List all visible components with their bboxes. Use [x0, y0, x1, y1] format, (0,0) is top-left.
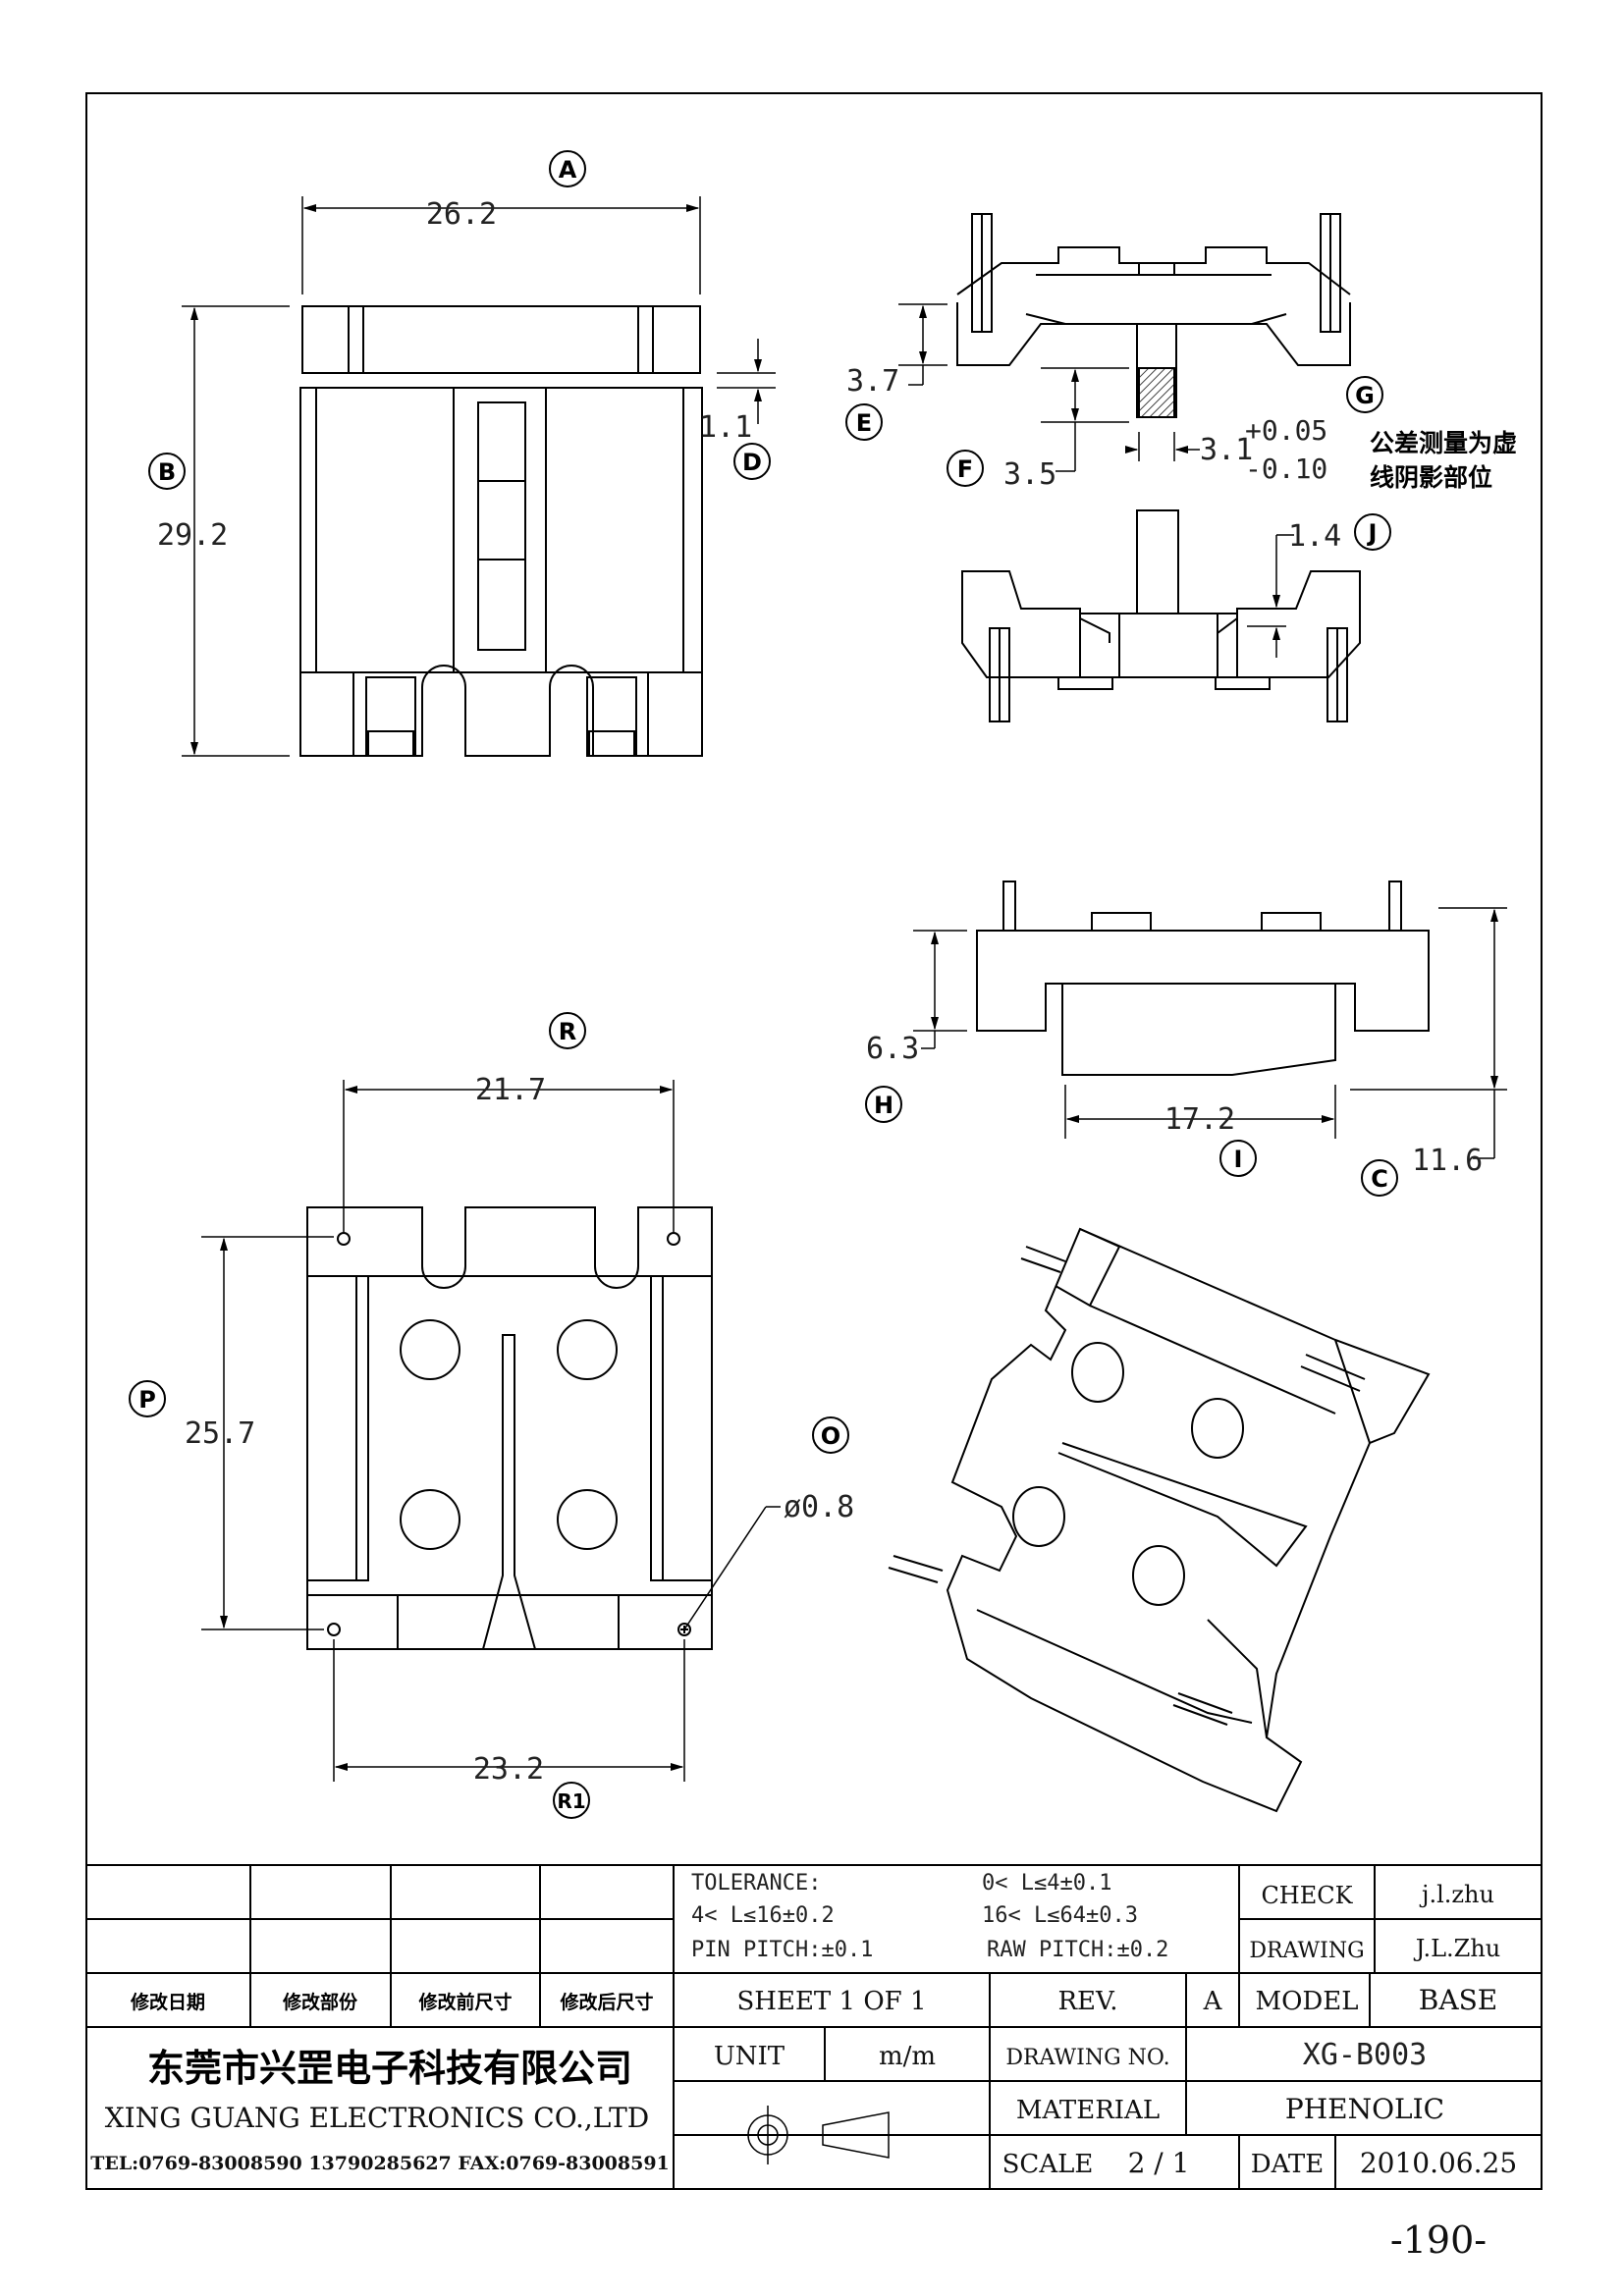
date-value: 2010.06.25	[1360, 2147, 1517, 2179]
tolerance-note-line2: 线阴影部位	[1370, 463, 1492, 492]
drawing-value: J.L.Zhu	[1413, 1935, 1501, 1962]
top-view	[299, 305, 703, 757]
label-G: G	[1355, 382, 1375, 409]
title-block	[86, 1864, 1542, 2189]
company-name-en: XING GUANG ELECTRONICS CO.,LTD	[105, 2102, 650, 2134]
dim-D-value: 1.1	[699, 410, 752, 445]
dim-F-value: 3.5	[1003, 457, 1056, 492]
scale-label: SCALE	[1002, 2150, 1094, 2179]
bottom-view-dimensions	[201, 1080, 781, 1782]
front-view-dimensions	[913, 907, 1507, 1159]
revision-part-header: 修改部份	[282, 1991, 358, 2013]
scale-value: 2 / 1	[1128, 2147, 1190, 2179]
projection-symbol-icon	[731, 2106, 898, 2164]
check-value: j.l.zhu	[1419, 1881, 1494, 1908]
dim-A-value: 26.2	[426, 197, 497, 232]
material-value: PHENOLIC	[1285, 2093, 1444, 2125]
unit-value: m/m	[879, 2042, 936, 2071]
dim-H-value: 6.3	[866, 1032, 919, 1066]
material-label: MATERIAL	[1016, 2096, 1160, 2125]
dim-B-value: 29.2	[157, 518, 228, 553]
side-view-middle-dimensions	[1237, 534, 1294, 658]
dim-I-value: 17.2	[1164, 1102, 1235, 1137]
label-bubbles	[129, 150, 1398, 1819]
side-view-middle	[961, 509, 1361, 722]
model-label: MODEL	[1255, 1987, 1358, 2016]
tolerance-label: TOLERANCE:	[691, 1871, 821, 1896]
tolerance-note-line1: 公差测量为虚	[1370, 429, 1517, 457]
drawing-frame	[85, 92, 1543, 2190]
label-F: F	[957, 455, 973, 483]
revision-after-header: 修改后尺寸	[559, 1991, 653, 2013]
dim-C-value: 11.6	[1412, 1144, 1483, 1178]
drawing-number-label: DRAWING NO.	[1005, 2046, 1169, 2070]
check-label: CHECK	[1261, 1882, 1353, 1909]
dim-G-plus: +0.05	[1245, 414, 1327, 447]
side-view-upper-dimensions	[898, 303, 1200, 472]
label-R: R	[559, 1018, 576, 1045]
raw-pitch: RAW PITCH:±0.2	[987, 1938, 1168, 1962]
label-D: D	[742, 449, 762, 476]
label-E: E	[856, 409, 872, 437]
date-label: DATE	[1251, 2150, 1325, 2179]
tolerance-range-2: 4< L≤16±0.2	[691, 1903, 835, 1928]
label-B: B	[158, 458, 176, 486]
isometric-view	[888, 1227, 1431, 1813]
revision-date-header: 修改日期	[130, 1991, 205, 2013]
label-H: H	[874, 1092, 893, 1119]
dim-G-minus: -0.10	[1245, 453, 1327, 485]
dim-G-nominal: 3.1	[1200, 433, 1253, 467]
tolerance-range-1: 0< L≤4±0.1	[982, 1871, 1111, 1896]
model-value: BASE	[1419, 1984, 1497, 2016]
bottom-view	[306, 1206, 713, 1650]
label-J: J	[1367, 519, 1378, 547]
drawing-number-value: XG-B003	[1303, 2038, 1427, 2072]
front-view	[976, 881, 1430, 1076]
label-C: C	[1371, 1165, 1388, 1193]
label-A: A	[559, 156, 577, 184]
label-I: I	[1234, 1146, 1243, 1173]
company-contact: TEL:0769-83008590 13790285627 FAX:0769-8…	[90, 2153, 670, 2174]
top-view-dimensions	[182, 196, 776, 757]
company-name-cn: 东莞市兴罡电子科技有限公司	[147, 2047, 632, 2090]
page-number: -190-	[1390, 2218, 1487, 2262]
label-P: P	[138, 1386, 156, 1414]
dim-E-value: 3.7	[846, 364, 899, 399]
rev-value: A	[1203, 1987, 1223, 2016]
drawing-label: DRAWING	[1249, 1939, 1364, 1963]
dim-P-value: 25.7	[185, 1416, 255, 1451]
sheet-info: SHEET 1 OF 1	[736, 1987, 926, 2016]
label-R1: R1	[557, 1789, 585, 1813]
label-O: O	[821, 1422, 840, 1450]
revision-before-header: 修改前尺寸	[417, 1991, 512, 2013]
unit-label: UNIT	[714, 2042, 785, 2071]
rev-label: REV.	[1057, 1987, 1117, 2016]
dim-R-value: 21.7	[475, 1073, 546, 1107]
side-view-upper	[956, 213, 1351, 418]
tolerance-range-3: 16< L≤64±0.3	[982, 1903, 1138, 1928]
dim-R1-value: 23.2	[473, 1752, 544, 1787]
pin-pitch: PIN PITCH:±0.1	[691, 1938, 873, 1962]
dim-J-value: 1.4	[1288, 519, 1341, 554]
dim-O-value: ø0.8	[784, 1490, 854, 1524]
